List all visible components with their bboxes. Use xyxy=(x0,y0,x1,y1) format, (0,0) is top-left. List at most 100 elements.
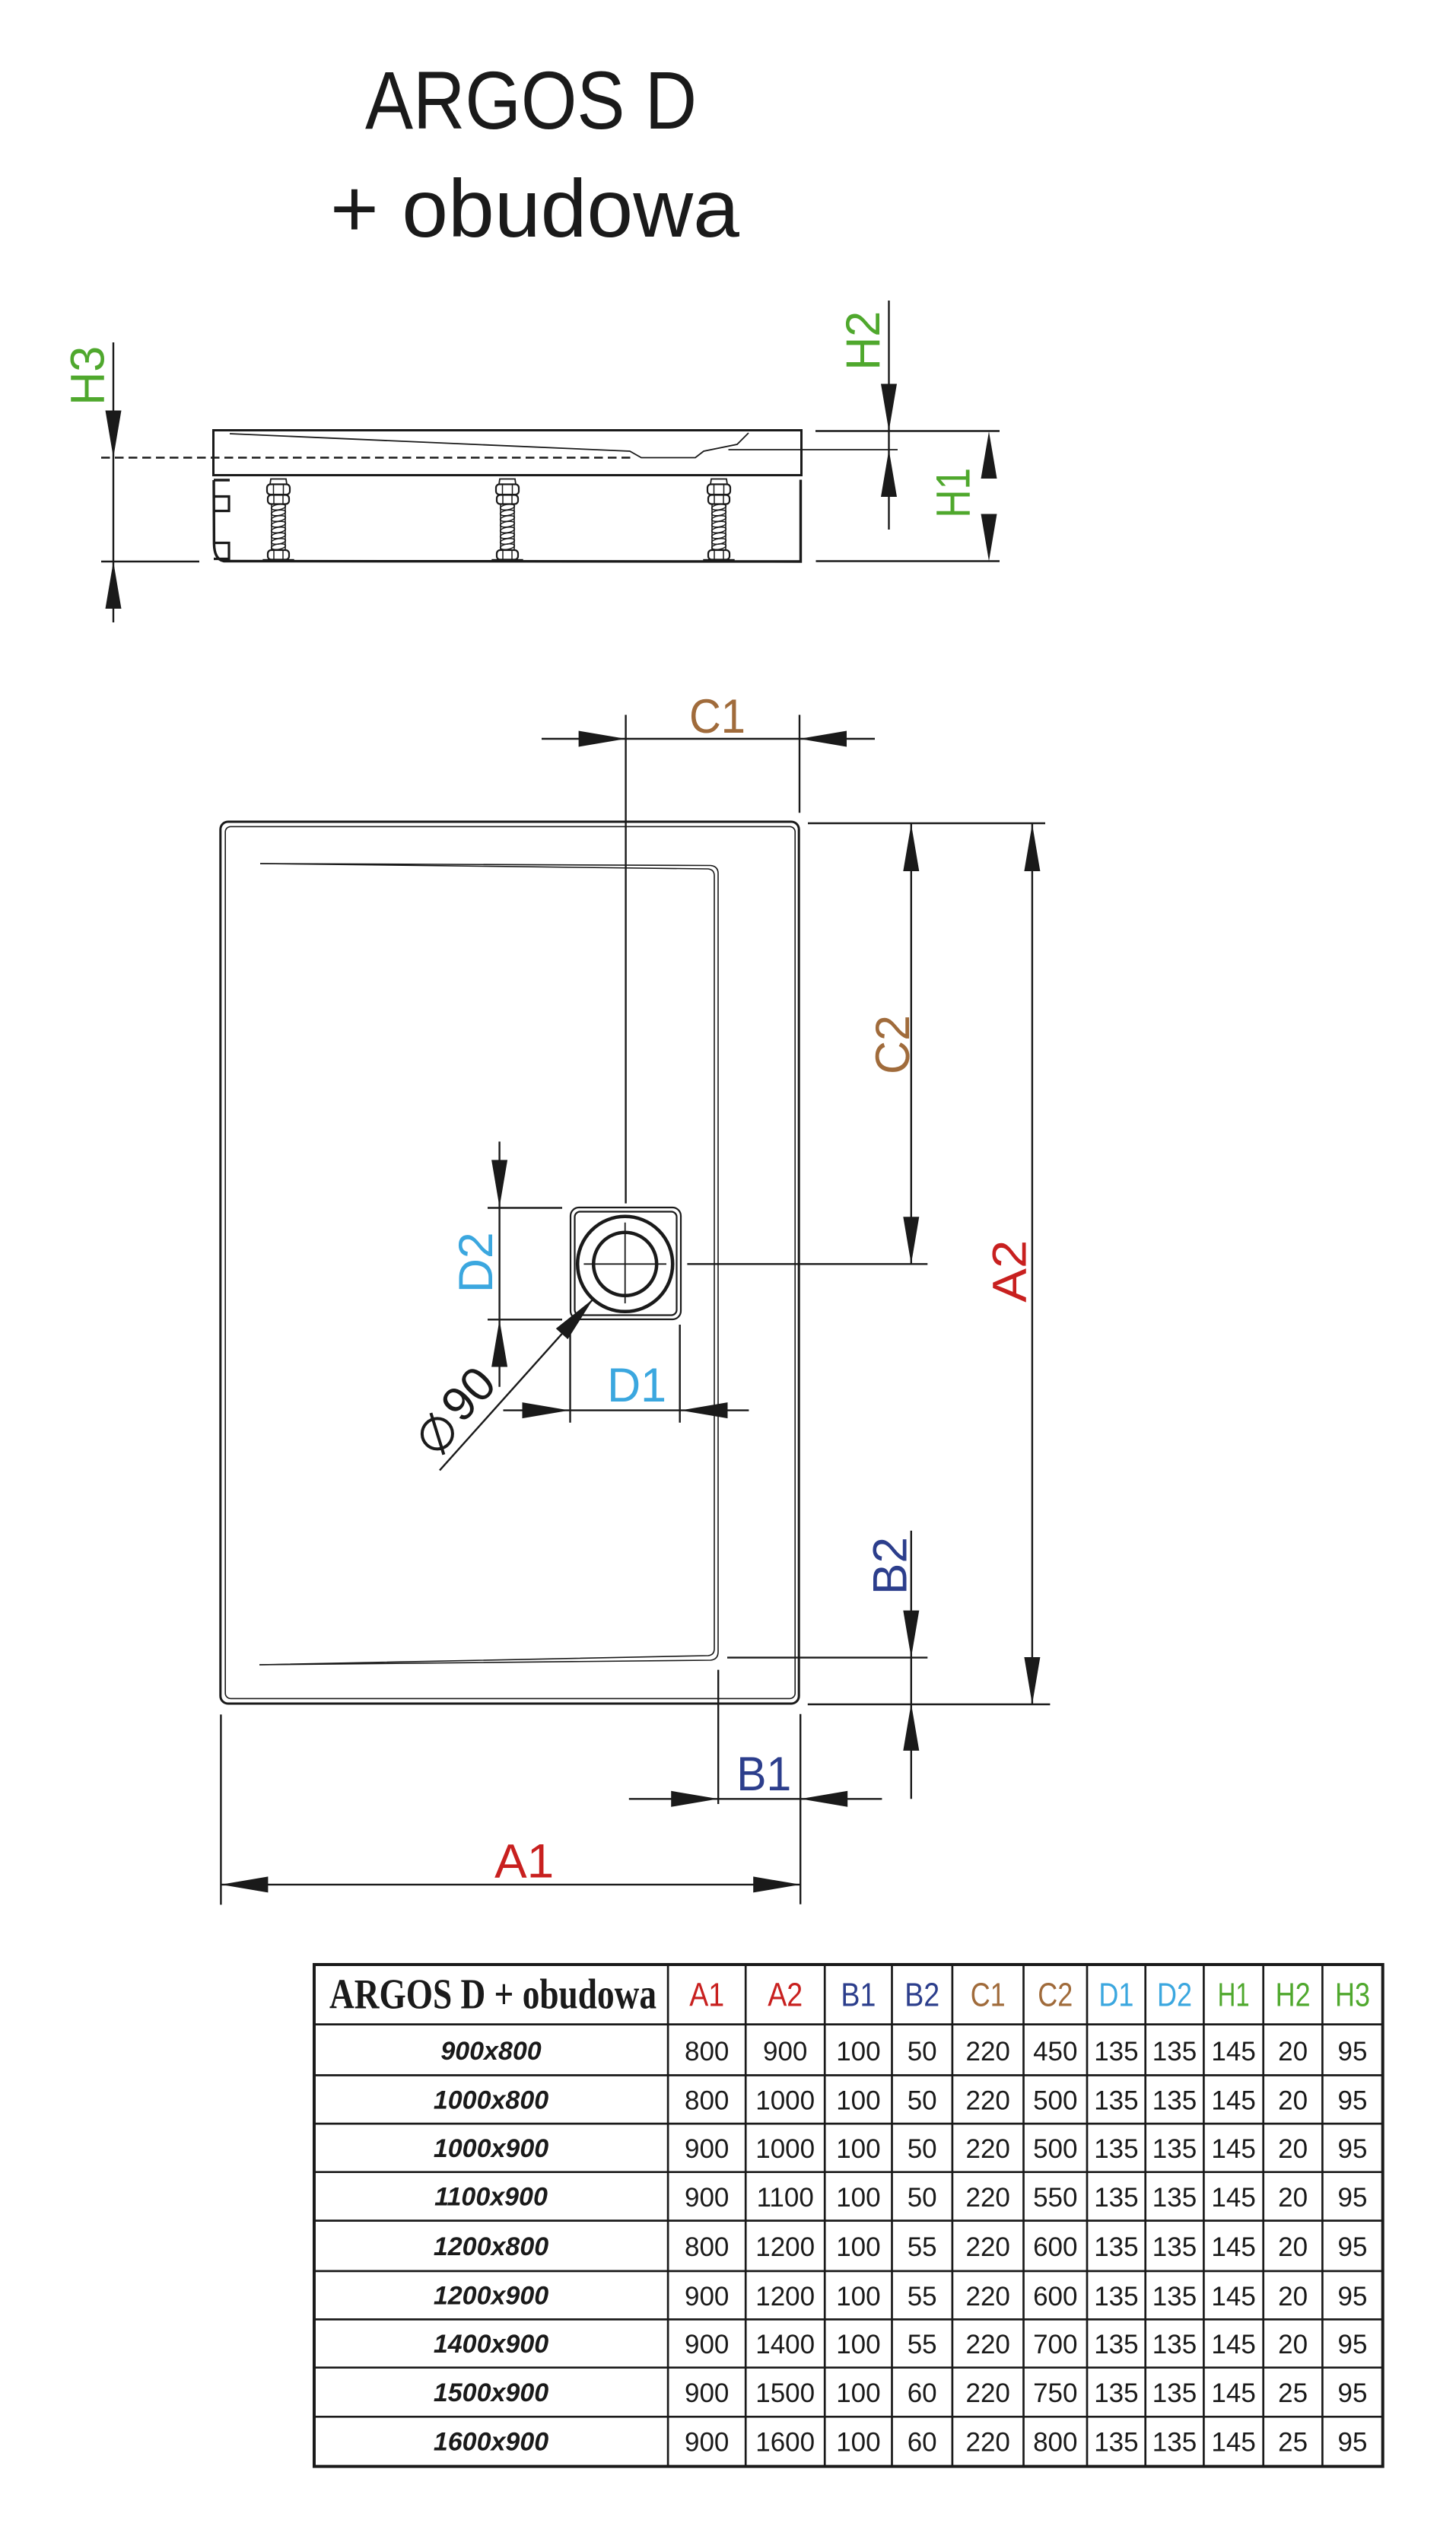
svg-text:95: 95 xyxy=(1338,2330,1368,2359)
svg-text:135: 135 xyxy=(1094,2330,1138,2359)
svg-text:220: 220 xyxy=(965,2037,1009,2067)
svg-text:135: 135 xyxy=(1152,2037,1197,2067)
svg-text:600: 600 xyxy=(1033,2232,1077,2262)
svg-text:+ obudowa: + obudowa xyxy=(330,162,740,254)
svg-text:D1: D1 xyxy=(607,1359,666,1412)
svg-text:145: 145 xyxy=(1211,2086,1255,2115)
svg-text:100: 100 xyxy=(836,2086,880,2115)
svg-text:60: 60 xyxy=(908,2378,937,2408)
svg-text:95: 95 xyxy=(1338,2282,1368,2312)
svg-text:B1: B1 xyxy=(736,1748,791,1801)
svg-text:100: 100 xyxy=(836,2428,880,2458)
svg-text:1400x900: 1400x900 xyxy=(434,2330,548,2359)
svg-text:800: 800 xyxy=(685,2086,729,2115)
svg-text:55: 55 xyxy=(908,2232,937,2262)
svg-text:1000: 1000 xyxy=(755,2134,815,2164)
svg-text:135: 135 xyxy=(1094,2232,1138,2262)
svg-text:135: 135 xyxy=(1094,2183,1138,2213)
svg-text:145: 145 xyxy=(1211,2037,1255,2067)
svg-text:1000x900: 1000x900 xyxy=(434,2134,548,2163)
svg-text:220: 220 xyxy=(965,2086,1009,2115)
svg-text:A1: A1 xyxy=(494,1834,554,1888)
svg-text:H1: H1 xyxy=(1218,1976,1250,2013)
svg-text:D1: D1 xyxy=(1098,1976,1133,2013)
svg-text:100: 100 xyxy=(836,2037,880,2067)
svg-text:550: 550 xyxy=(1033,2183,1077,2213)
svg-text:900: 900 xyxy=(685,2428,729,2458)
svg-text:95: 95 xyxy=(1338,2232,1368,2262)
svg-text:135: 135 xyxy=(1094,2086,1138,2115)
svg-text:220: 220 xyxy=(965,2282,1009,2312)
svg-text:95: 95 xyxy=(1338,2428,1368,2458)
svg-text:135: 135 xyxy=(1152,2183,1197,2213)
svg-text:50: 50 xyxy=(908,2037,937,2067)
svg-text:25: 25 xyxy=(1278,2378,1308,2408)
svg-text:50: 50 xyxy=(908,2183,937,2213)
svg-text:20: 20 xyxy=(1278,2183,1308,2213)
svg-text:450: 450 xyxy=(1033,2037,1077,2067)
svg-text:H2: H2 xyxy=(837,311,890,371)
svg-text:D2: D2 xyxy=(1157,1976,1192,2013)
svg-text:1100x900: 1100x900 xyxy=(434,2183,548,2212)
svg-text:C1: C1 xyxy=(689,690,745,743)
svg-text:135: 135 xyxy=(1094,2282,1138,2312)
svg-text:C2: C2 xyxy=(866,1015,920,1074)
svg-text:900: 900 xyxy=(685,2134,729,2164)
svg-text:B2: B2 xyxy=(904,1976,939,2013)
svg-text:1200: 1200 xyxy=(755,2282,815,2312)
svg-text:900: 900 xyxy=(685,2282,729,2312)
svg-text:95: 95 xyxy=(1338,2134,1368,2164)
svg-text:1400: 1400 xyxy=(755,2330,815,2359)
svg-text:135: 135 xyxy=(1152,2282,1197,2312)
svg-text:145: 145 xyxy=(1211,2134,1255,2164)
svg-text:900: 900 xyxy=(685,2378,729,2408)
svg-text:B1: B1 xyxy=(841,1976,876,2013)
svg-text:135: 135 xyxy=(1152,2086,1197,2115)
svg-text:145: 145 xyxy=(1211,2282,1255,2312)
svg-text:20: 20 xyxy=(1278,2330,1308,2359)
svg-text:1500: 1500 xyxy=(755,2378,815,2408)
svg-text:20: 20 xyxy=(1278,2086,1308,2115)
svg-text:135: 135 xyxy=(1094,2037,1138,2067)
svg-text:60: 60 xyxy=(908,2428,937,2458)
svg-text:135: 135 xyxy=(1152,2330,1197,2359)
svg-text:C1: C1 xyxy=(971,1976,1006,2013)
svg-text:A2: A2 xyxy=(768,1976,803,2013)
svg-text:135: 135 xyxy=(1094,2134,1138,2164)
svg-text:50: 50 xyxy=(908,2086,937,2115)
svg-text:20: 20 xyxy=(1278,2232,1308,2262)
svg-text:800: 800 xyxy=(685,2037,729,2067)
svg-text:95: 95 xyxy=(1338,2183,1368,2213)
svg-text:50: 50 xyxy=(908,2134,937,2164)
svg-text:1000: 1000 xyxy=(755,2086,815,2115)
svg-text:135: 135 xyxy=(1152,2232,1197,2262)
svg-text:100: 100 xyxy=(836,2282,880,2312)
svg-text:H2: H2 xyxy=(1276,1976,1311,2013)
svg-text:A1: A1 xyxy=(689,1976,724,2013)
svg-text:135: 135 xyxy=(1094,2428,1138,2458)
svg-text:D2: D2 xyxy=(450,1232,503,1293)
svg-text:135: 135 xyxy=(1152,2134,1197,2164)
svg-text:220: 220 xyxy=(965,2183,1009,2213)
svg-text:1600: 1600 xyxy=(755,2428,815,2458)
svg-text:A2: A2 xyxy=(983,1240,1036,1303)
svg-text:900: 900 xyxy=(685,2183,729,2213)
svg-text:900: 900 xyxy=(763,2037,807,2067)
svg-text:800: 800 xyxy=(685,2232,729,2262)
svg-text:25: 25 xyxy=(1278,2428,1308,2458)
svg-text:1200x900: 1200x900 xyxy=(434,2282,548,2311)
svg-text:100: 100 xyxy=(836,2134,880,2164)
svg-text:55: 55 xyxy=(908,2282,937,2312)
svg-text:500: 500 xyxy=(1033,2134,1077,2164)
svg-text:H1: H1 xyxy=(927,468,981,518)
svg-text:220: 220 xyxy=(965,2330,1009,2359)
svg-text:800: 800 xyxy=(1033,2428,1077,2458)
svg-text:100: 100 xyxy=(836,2330,880,2359)
svg-text:700: 700 xyxy=(1033,2330,1077,2359)
svg-text:100: 100 xyxy=(836,2232,880,2262)
svg-text:H3: H3 xyxy=(1335,1976,1370,2013)
svg-text:100: 100 xyxy=(836,2378,880,2408)
svg-text:20: 20 xyxy=(1278,2037,1308,2067)
svg-text:20: 20 xyxy=(1278,2134,1308,2164)
svg-text:145: 145 xyxy=(1211,2378,1255,2408)
